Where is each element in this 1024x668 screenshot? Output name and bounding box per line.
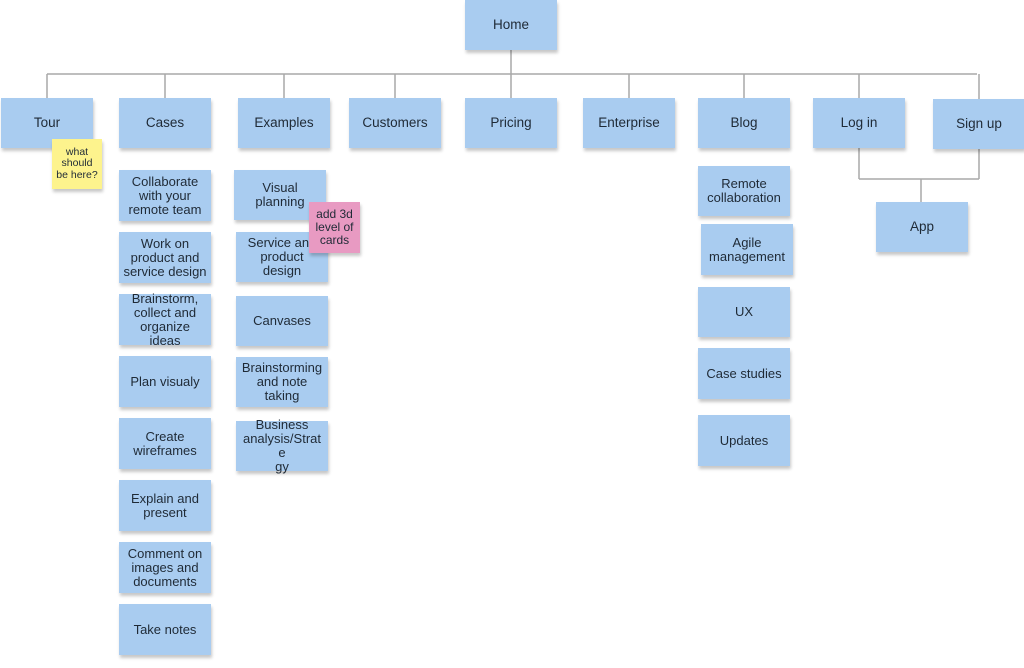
examples-card-5-label: Business analysis/Strate gy xyxy=(242,417,322,474)
cases-card-1-label: Collaborate with your remote team xyxy=(128,173,202,217)
cases-card-2-label: Work on product and service design xyxy=(123,235,207,279)
cases-card-8-label: Take notes xyxy=(133,621,197,637)
blog-card-5[interactable]: Updates xyxy=(698,415,790,466)
card-blog[interactable]: Blog xyxy=(698,98,790,148)
cases-card-1[interactable]: Collaborate with your remote team xyxy=(119,170,211,221)
card-log-in[interactable]: Log in xyxy=(813,98,905,148)
cases-card-6[interactable]: Explain and present xyxy=(119,480,211,531)
card-blog-label: Blog xyxy=(730,115,758,130)
card-sign-up[interactable]: Sign up xyxy=(933,99,1024,149)
examples-card-5[interactable]: Business analysis/Strate gy xyxy=(236,417,328,474)
cases-card-7-label: Comment on images and documents xyxy=(127,545,203,589)
examples-card-3-label: Canvases xyxy=(253,313,311,328)
blog-card-2[interactable]: Agile management xyxy=(701,224,793,275)
cases-card-3-label: Brainstorm, collect and organize ideas xyxy=(131,290,199,348)
blog-card-2-label: Agile management xyxy=(709,234,785,264)
card-app-label: App xyxy=(909,219,935,234)
cases-card-8[interactable]: Take notes xyxy=(119,604,211,655)
cases-card-5-label: Create wireframes xyxy=(133,428,197,458)
home-card-label: Home xyxy=(492,17,529,32)
card-examples[interactable]: Examples xyxy=(238,98,330,148)
blog-card-3-label: UX xyxy=(734,304,754,319)
blog-card-1[interactable]: Remote collaboration xyxy=(698,166,790,216)
card-pricing[interactable]: Pricing xyxy=(465,98,557,148)
examples-card-1[interactable]: Visual planning xyxy=(234,170,326,220)
cases-card-4[interactable]: Plan visualy xyxy=(119,356,211,407)
comment-tour-note[interactable]: what should be here? xyxy=(52,139,102,189)
examples-card-4-label: Brainstorming and note taking xyxy=(241,360,323,403)
blog-card-5-label: Updates xyxy=(719,432,769,448)
blog-card-1-label: Remote collaboration xyxy=(707,176,781,205)
cases-card-4-label: Plan visualy xyxy=(130,373,200,389)
card-cases[interactable]: Cases xyxy=(119,98,211,148)
examples-card-4[interactable]: Brainstorming and note taking xyxy=(236,357,328,407)
cases-card-5[interactable]: Create wireframes xyxy=(119,418,211,469)
card-app[interactable]: App xyxy=(876,202,968,252)
examples-card-2[interactable]: Service and product design xyxy=(236,232,328,282)
blog-card-3[interactable]: UX xyxy=(698,287,790,337)
cases-card-3[interactable]: Brainstorm, collect and organize ideas xyxy=(119,290,211,348)
card-tour-label: Tour xyxy=(33,115,61,130)
cases-card-7[interactable]: Comment on images and documents xyxy=(119,542,211,593)
comment-tour-note-label: what should be here? xyxy=(56,145,98,181)
examples-card-1-label: Visual planning xyxy=(255,180,305,209)
home-card[interactable]: Home xyxy=(465,0,557,50)
card-cases-label: Cases xyxy=(145,115,185,130)
blog-card-4-label: Case studies xyxy=(706,365,782,381)
card-pricing-label: Pricing xyxy=(490,115,532,130)
card-customers-label: Customers xyxy=(362,115,428,130)
card-sign-up-label: Sign up xyxy=(956,116,1002,131)
comment-examples-note[interactable]: add 3d level of cards xyxy=(309,202,360,253)
card-customers[interactable]: Customers xyxy=(349,98,441,148)
card-enterprise[interactable]: Enterprise xyxy=(583,98,675,148)
comment-examples-note-label: add 3d level of cards xyxy=(315,207,354,247)
blog-card-4[interactable]: Case studies xyxy=(698,348,790,399)
cases-card-2[interactable]: Work on product and service design xyxy=(119,232,211,283)
card-enterprise-label: Enterprise xyxy=(598,115,660,130)
cases-card-6-label: Explain and present xyxy=(131,490,199,520)
card-examples-label: Examples xyxy=(254,115,314,130)
examples-card-3[interactable]: Canvases xyxy=(236,296,328,346)
card-log-in-label: Log in xyxy=(840,115,878,130)
